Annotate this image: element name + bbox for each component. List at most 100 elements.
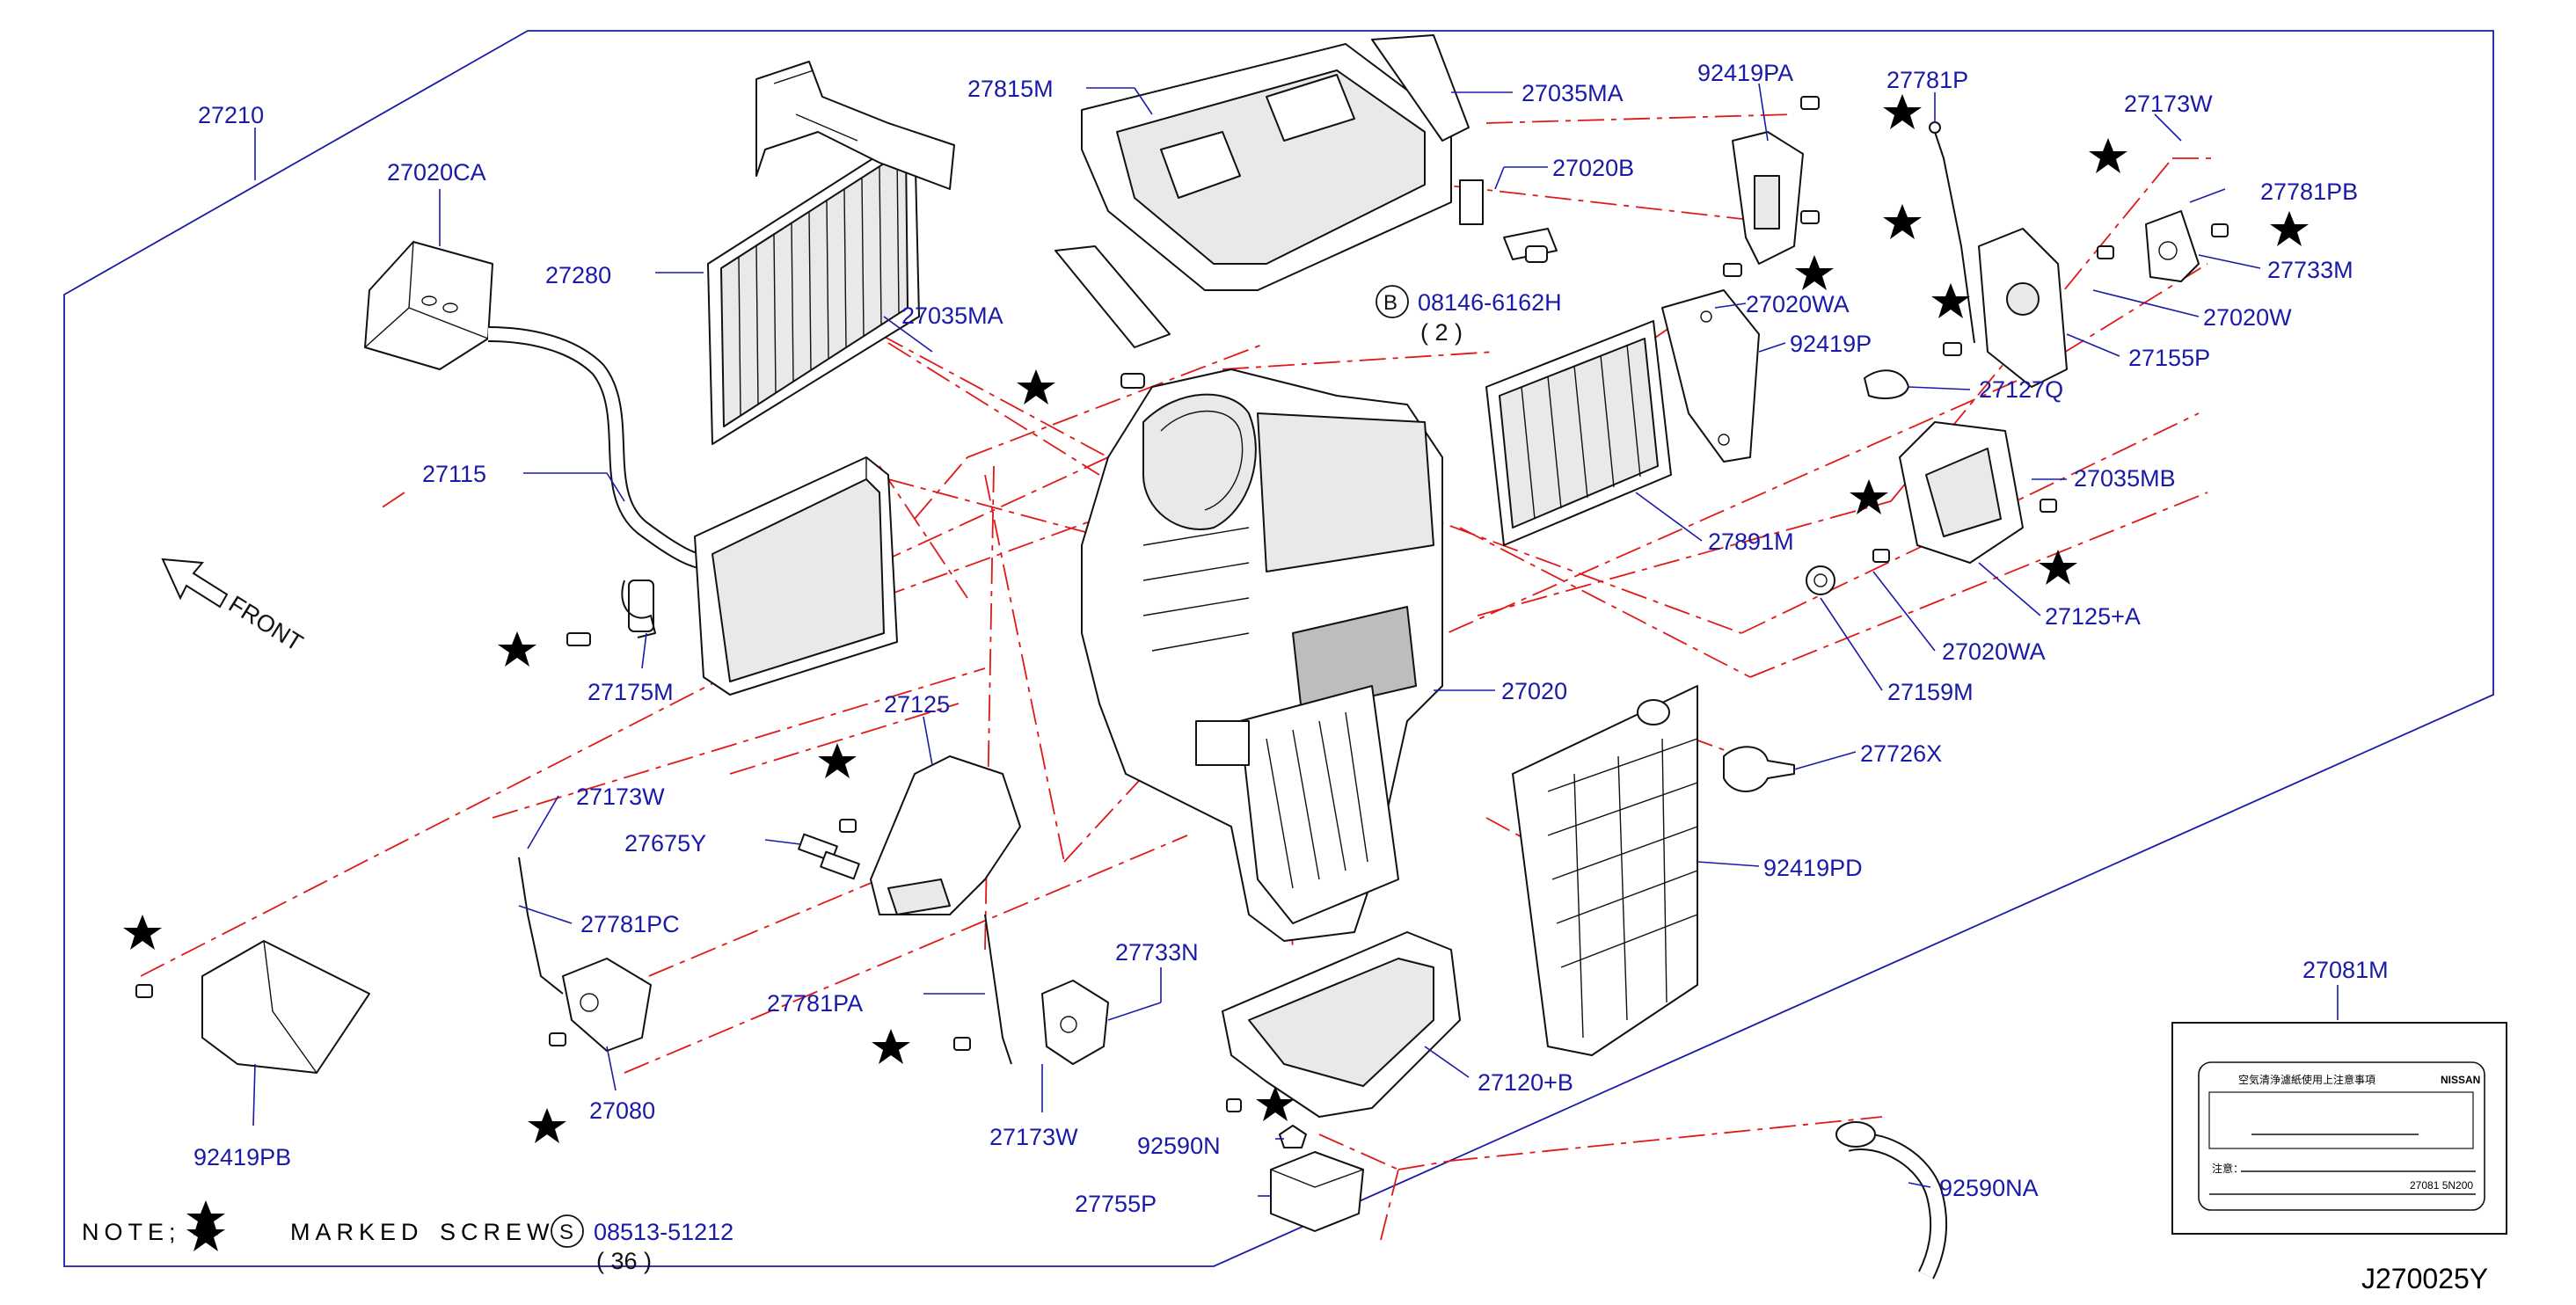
front-label: FRONT xyxy=(224,591,308,657)
star-icon xyxy=(2089,138,2127,173)
screw-icon xyxy=(1525,245,1548,263)
star-icon xyxy=(1931,283,1970,318)
label-92419PB: 92419PB xyxy=(193,1144,291,1170)
note-part-number: 08513-51212 xyxy=(594,1219,733,1245)
label-92590NA: 92590NA xyxy=(1939,1175,2039,1201)
screw-icon xyxy=(1800,210,1820,224)
label-27891M: 27891M xyxy=(1708,529,1794,555)
label-92419PA: 92419PA xyxy=(1697,60,1793,86)
label-27081M: 27081M xyxy=(2302,957,2389,983)
part-92419P-bracket xyxy=(1661,289,1760,463)
star-icon xyxy=(528,1108,566,1143)
screw-icon xyxy=(135,984,153,998)
label-27781PC: 27781PC xyxy=(580,911,680,937)
note-marked: MARKED xyxy=(290,1219,424,1245)
part-27781PC-rod xyxy=(518,857,564,995)
star-icon xyxy=(1883,204,1922,239)
star-icon xyxy=(818,743,857,778)
note-quantity: ( 36 ) xyxy=(596,1248,652,1274)
screw-icon xyxy=(1120,373,1145,389)
star-icon xyxy=(1883,94,1922,129)
label-27280: 27280 xyxy=(545,262,611,288)
label-27675Y: 27675Y xyxy=(624,830,706,857)
screw-icon xyxy=(2211,223,2229,237)
label-27020W: 27020W xyxy=(2203,304,2292,331)
star-icon xyxy=(498,631,536,667)
part-labels: 27210 27020CA 27280 27115 27175M 27815M … xyxy=(193,60,2389,1217)
part-27733N-actuator xyxy=(1041,980,1109,1065)
diagram-id: J270025Y xyxy=(2361,1263,2488,1294)
part-27755P-pad xyxy=(1270,1151,1364,1232)
screw-icons xyxy=(135,96,2229,1112)
screw-icon xyxy=(2040,499,2057,513)
caution-brand: NISSAN xyxy=(2441,1074,2480,1086)
screw-icon xyxy=(839,819,857,833)
label-27159M: 27159M xyxy=(1887,679,1974,705)
label-27115: 27115 xyxy=(422,461,486,487)
star-icon xyxy=(123,915,162,950)
screw-icon xyxy=(2097,245,2114,259)
screw-icon xyxy=(566,632,591,646)
label-27781PA: 27781PA xyxy=(767,990,863,1017)
callout-bolt-08146: B xyxy=(1376,285,1409,318)
star-icon xyxy=(872,1029,910,1064)
caution-label-27081M: 空気清浄濾紙使用上注意事項 NISSAN 注意： 27081 5N200 xyxy=(2171,1022,2507,1235)
label-27035MA-top: 27035MA xyxy=(1522,80,1624,106)
note-star-icon xyxy=(186,1216,225,1251)
part-92419PB-cover xyxy=(201,940,370,1074)
star-icon xyxy=(2270,211,2309,246)
screw-icon xyxy=(1723,263,1742,277)
screw-callout-symbol: S xyxy=(551,1214,584,1248)
label-08146-qty: ( 2 ) xyxy=(1420,319,1463,346)
caution-code: 27081 5N200 xyxy=(2410,1179,2473,1192)
part-27127Q-link xyxy=(1864,369,1909,399)
part-27125-cover xyxy=(870,755,1021,915)
front-arrow-icon xyxy=(161,558,229,609)
part-27280-heater-core xyxy=(707,61,955,445)
svg-text:S: S xyxy=(559,1221,573,1244)
star-icon xyxy=(1256,1086,1295,1121)
part-27175M-clip xyxy=(621,580,656,638)
note-screws: SCREWS xyxy=(440,1219,576,1245)
part-92590N-grommet xyxy=(1279,1125,1307,1148)
part-27733M-actuator xyxy=(2145,210,2200,282)
label-27781P: 27781P xyxy=(1886,67,1968,93)
label-27035MB: 27035MB xyxy=(2074,465,2176,492)
label-27815M: 27815M xyxy=(967,76,1054,102)
label-27125: 27125 xyxy=(884,691,950,718)
screw-icon xyxy=(1800,96,1820,110)
part-27726X-sensor xyxy=(1723,746,1795,792)
part-92590NA-hose xyxy=(1835,1121,1948,1279)
label-27210: 27210 xyxy=(198,102,264,128)
screw-icon xyxy=(1226,1098,1242,1112)
note-block: NOTE; MARKED SCREWS S 08513-51212 ( 36 ) xyxy=(82,1214,733,1274)
label-27155P: 27155P xyxy=(2128,345,2210,371)
star-icon xyxy=(2039,550,2077,585)
caution-title: 空気清浄濾紙使用上注意事項 xyxy=(2238,1073,2375,1086)
note-prefix: NOTE; xyxy=(82,1219,181,1245)
label-27175M: 27175M xyxy=(587,679,674,705)
part-27815M-intake-case xyxy=(1054,34,1558,348)
label-27726X: 27726X xyxy=(1860,740,1942,767)
part-27155P-lever xyxy=(1978,228,2068,388)
part-27120B-drain-tray xyxy=(1222,931,1461,1118)
label-27781PB: 27781PB xyxy=(2260,179,2358,205)
label-27020: 27020 xyxy=(1501,678,1567,704)
leader-lines xyxy=(252,83,2339,1197)
label-27173W-left: 27173W xyxy=(576,784,665,810)
label-08146-6162H: 08146-6162H xyxy=(1418,289,1562,316)
label-27173W-bottom: 27173W xyxy=(989,1124,1078,1150)
part-92419PD-duct xyxy=(1512,685,1698,1056)
part-27125A-cover xyxy=(1899,421,2024,564)
label-27080: 27080 xyxy=(589,1097,655,1124)
part-27781PA-rod xyxy=(984,914,1012,1065)
screw-icon xyxy=(1872,549,1890,563)
assembly-boundary-frame xyxy=(63,30,2494,1267)
front-direction-indicator: FRONT xyxy=(161,558,308,657)
part-27115-pipe-and-evaporator xyxy=(487,326,898,696)
label-27733N: 27733N xyxy=(1115,939,1199,966)
label-27127Q: 27127Q xyxy=(1979,376,2063,403)
caution-field: 注意： xyxy=(2212,1162,2244,1175)
part-27080-actuator xyxy=(562,958,652,1052)
